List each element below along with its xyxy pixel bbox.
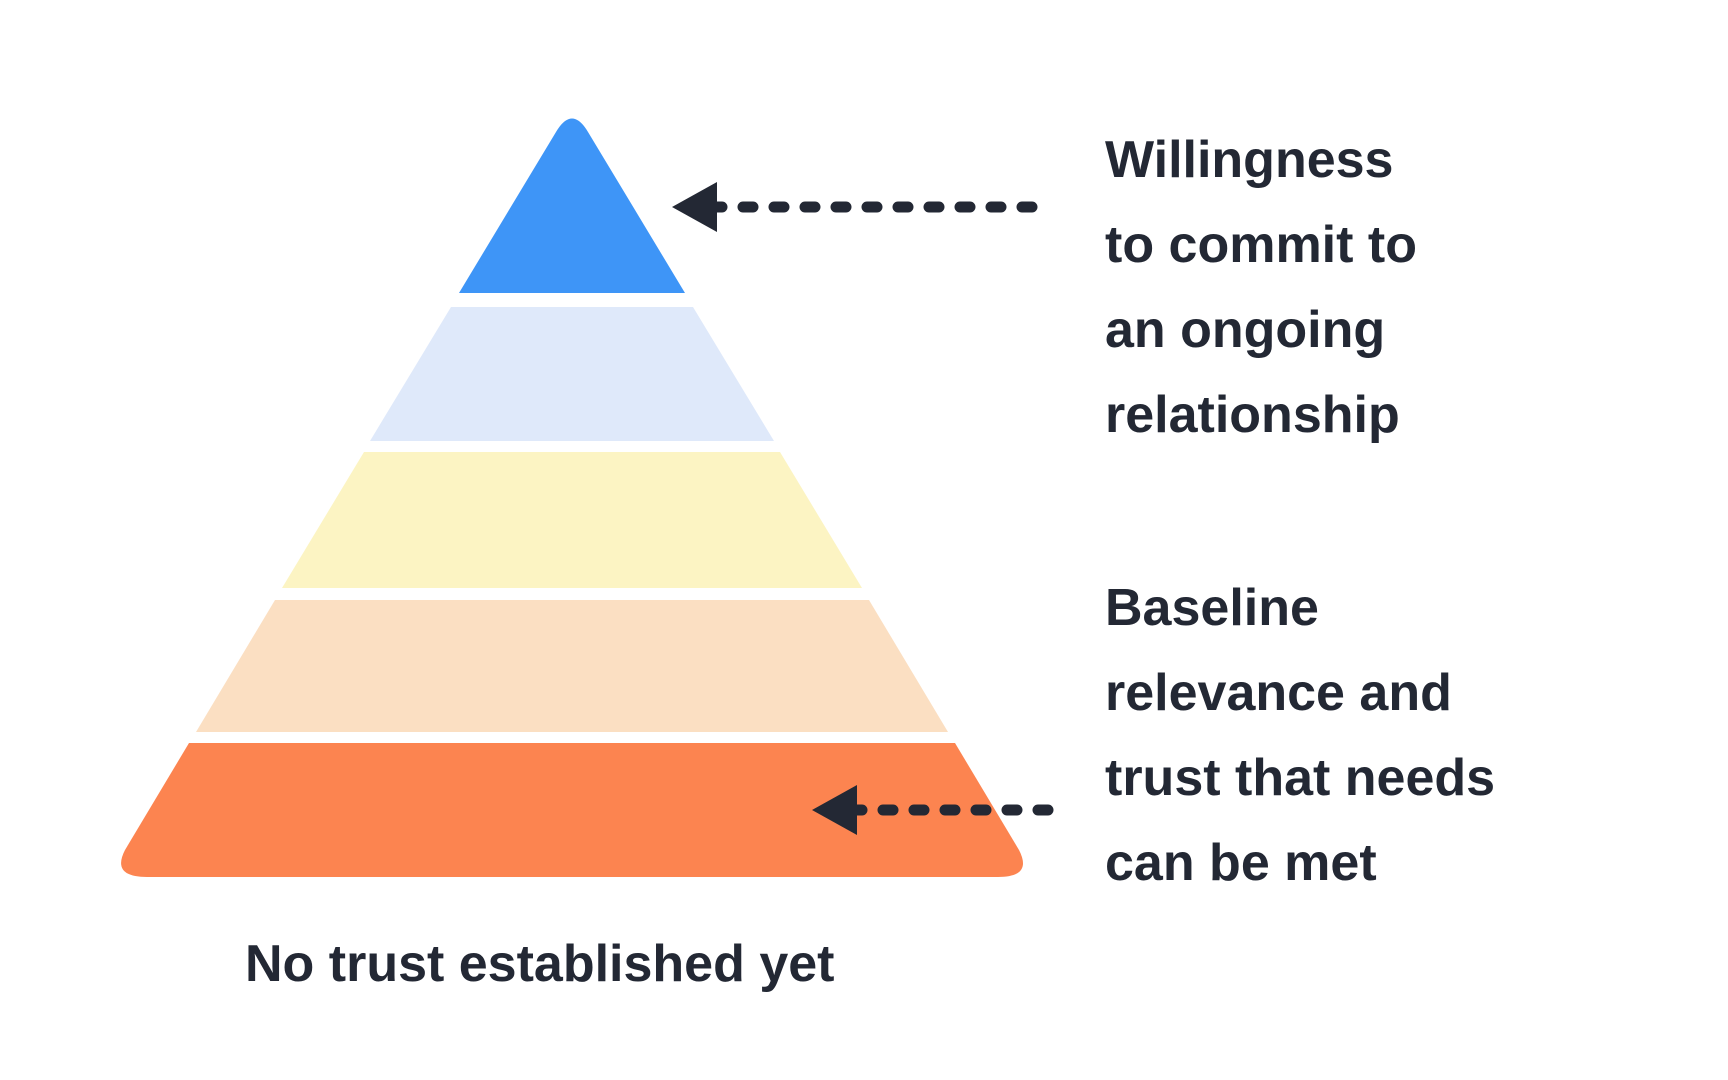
top-dashed-arrow-icon [672,182,1054,232]
pyramid-layer-2 [196,600,948,732]
annotation-top-line-2: to commit to [1105,216,1417,274]
bottom-arrowhead-icon [812,785,857,835]
annotation-bottom-line-2: relevance and [1105,664,1452,722]
top-arrowhead-icon [672,182,717,232]
annotation-top-line-3: an ongoing [1105,301,1386,359]
pyramid-layer-top [459,118,685,293]
caption-no-trust: No trust established yet [245,935,835,993]
annotation-bottom: Baseline relevance and trust that needs … [1105,566,1495,906]
pyramid-layer-3 [282,452,862,588]
bottom-dashed-arrow-icon [812,785,1054,835]
annotation-bottom-line-1: Baseline [1105,579,1319,637]
annotation-bottom-line-4: can be met [1105,834,1377,892]
annotation-bottom-line-3: trust that needs [1105,749,1496,807]
annotation-top-line-1: Willingness [1105,131,1394,189]
pyramid-layer-4 [370,307,774,441]
pyramid-layer-base [121,743,1023,877]
annotation-top: Willingness to commit to an ongoing rela… [1105,118,1417,458]
annotation-top-line-4: relationship [1105,386,1400,444]
